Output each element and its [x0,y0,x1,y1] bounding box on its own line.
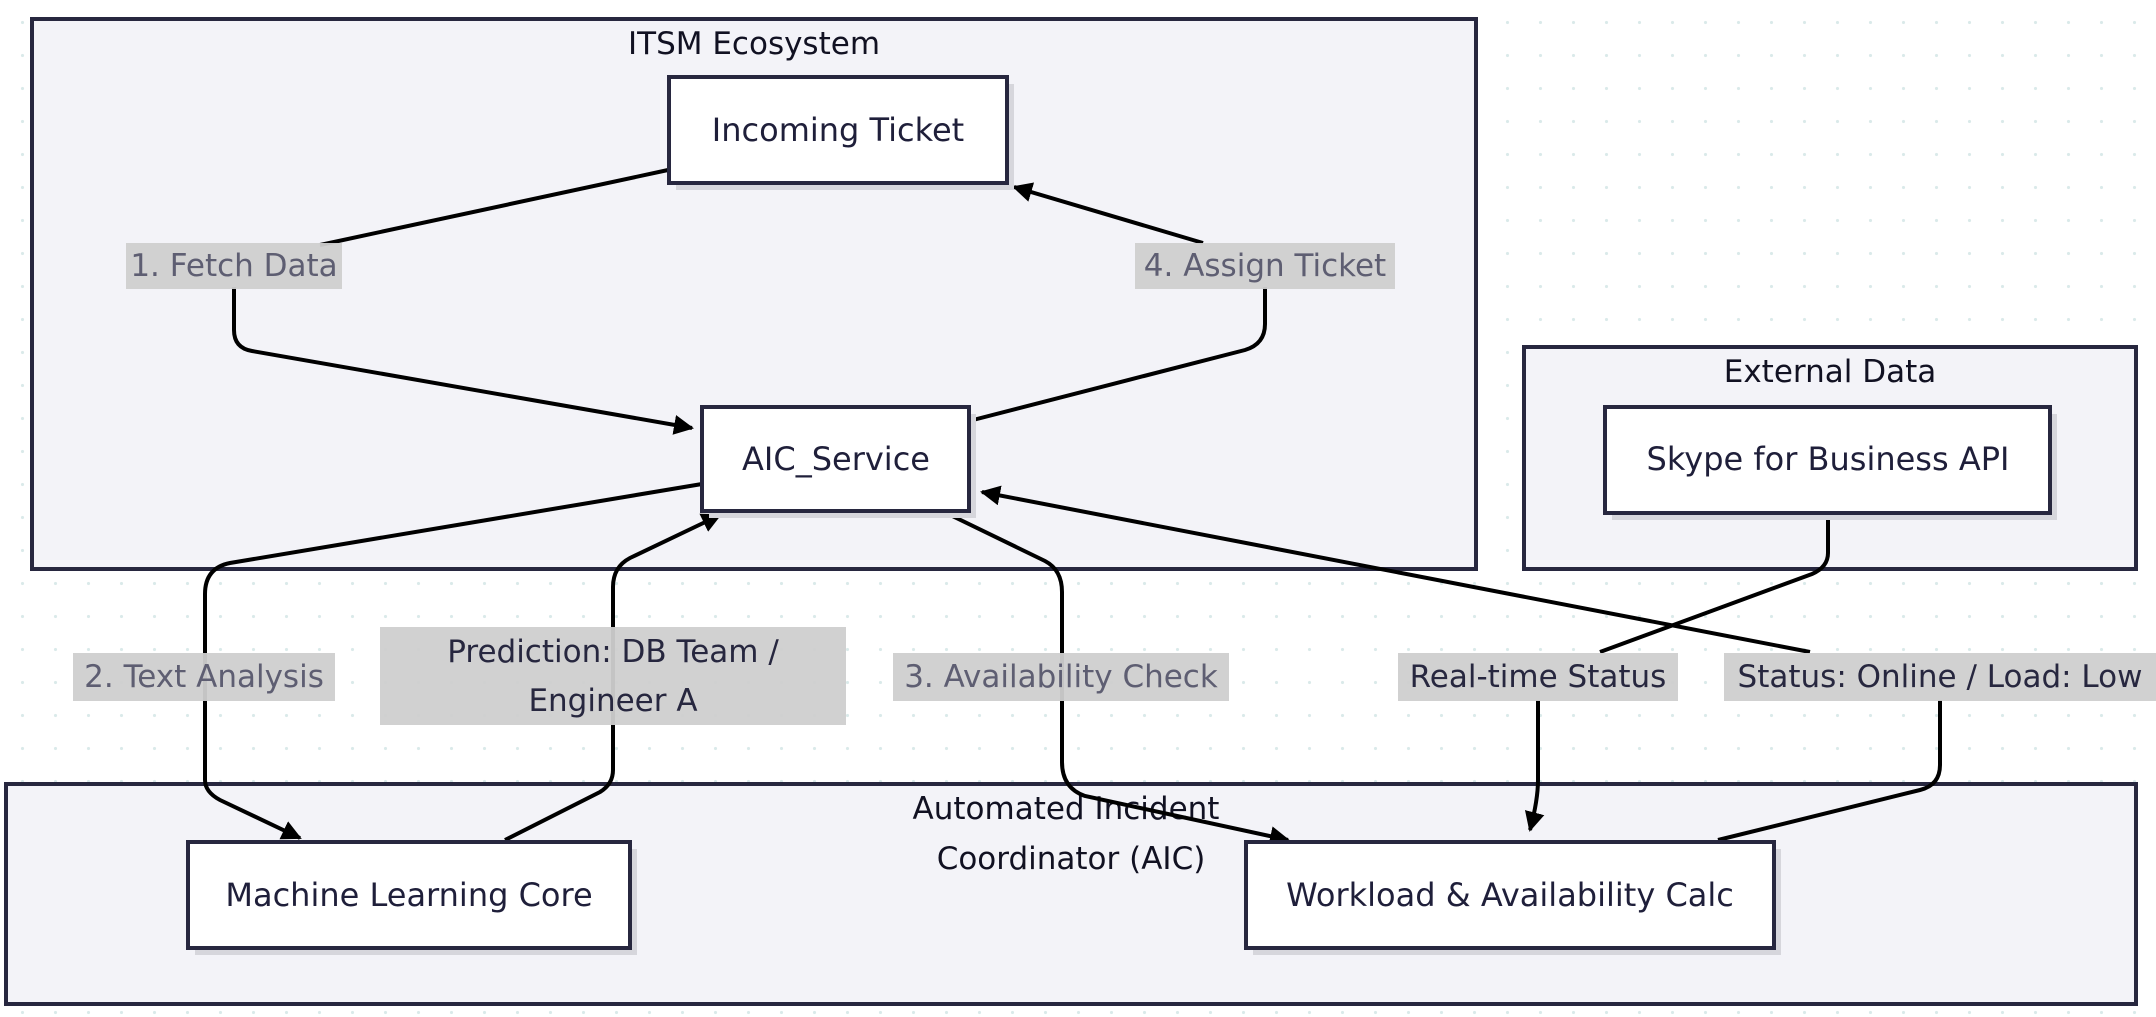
edge-label-status-online: Status: Online / Load: Low [1724,653,2156,701]
node-aic-service: AIC_Service [700,405,976,518]
edge-label-assign-ticket: 4. Assign Ticket [1135,243,1395,289]
svg-text:4. Assign Ticket: 4. Assign Ticket [1144,248,1386,284]
svg-text:Prediction: DB Team /: Prediction: DB Team / [447,634,779,670]
edge-status-online [982,492,1942,842]
node-workload-calc: Workload & Availability Calc [1244,840,1781,955]
cluster-aic: Automated Incident Coordinator (AIC) [4,782,2138,1006]
node-incoming-ticket: Incoming Ticket [667,75,1014,190]
node-incoming-ticket-label: Incoming Ticket [712,111,964,149]
node-ml-core-label: Machine Learning Core [225,876,592,914]
svg-text:Engineer A: Engineer A [528,683,697,719]
edge-realtime-status [1530,513,1830,830]
node-ml-core: Machine Learning Core [186,840,637,955]
edge-label-text-analysis: 2. Text Analysis [73,653,335,701]
edge-label-fetch-data: 1. Fetch Data [126,243,342,289]
svg-text:Real-time Status: Real-time Status [1410,659,1667,695]
node-workload-calc-label: Workload & Availability Calc [1286,876,1734,914]
cluster-itsm-title: ITSM Ecosystem [628,26,880,62]
svg-text:2. Text Analysis: 2. Text Analysis [84,659,324,695]
svg-text:1. Fetch Data: 1. Fetch Data [130,248,337,284]
edge-label-availability-check: 3. Availability Check [893,653,1229,701]
node-skype-api-label: Skype for Business API [1647,440,2010,478]
edge-fetch-data [232,168,692,428]
cluster-aic-title-line2: Coordinator (AIC) [937,841,1206,877]
edge-assign-ticket [972,187,1267,422]
svg-text:3. Availability Check: 3. Availability Check [904,659,1218,695]
node-skype-api: Skype for Business API [1603,405,2057,520]
node-aic-service-label: AIC_Service [742,440,930,478]
svg-text:Status: Online / Load: Low: Status: Online / Load: Low [1738,659,2143,695]
cluster-aic-title-line1: Automated Incident [913,791,1220,827]
cluster-external-title: External Data [1724,354,1937,390]
edge-label-realtime-status: Real-time Status [1398,653,1678,701]
edge-label-prediction: Prediction: DB Team / Engineer A [380,627,846,725]
